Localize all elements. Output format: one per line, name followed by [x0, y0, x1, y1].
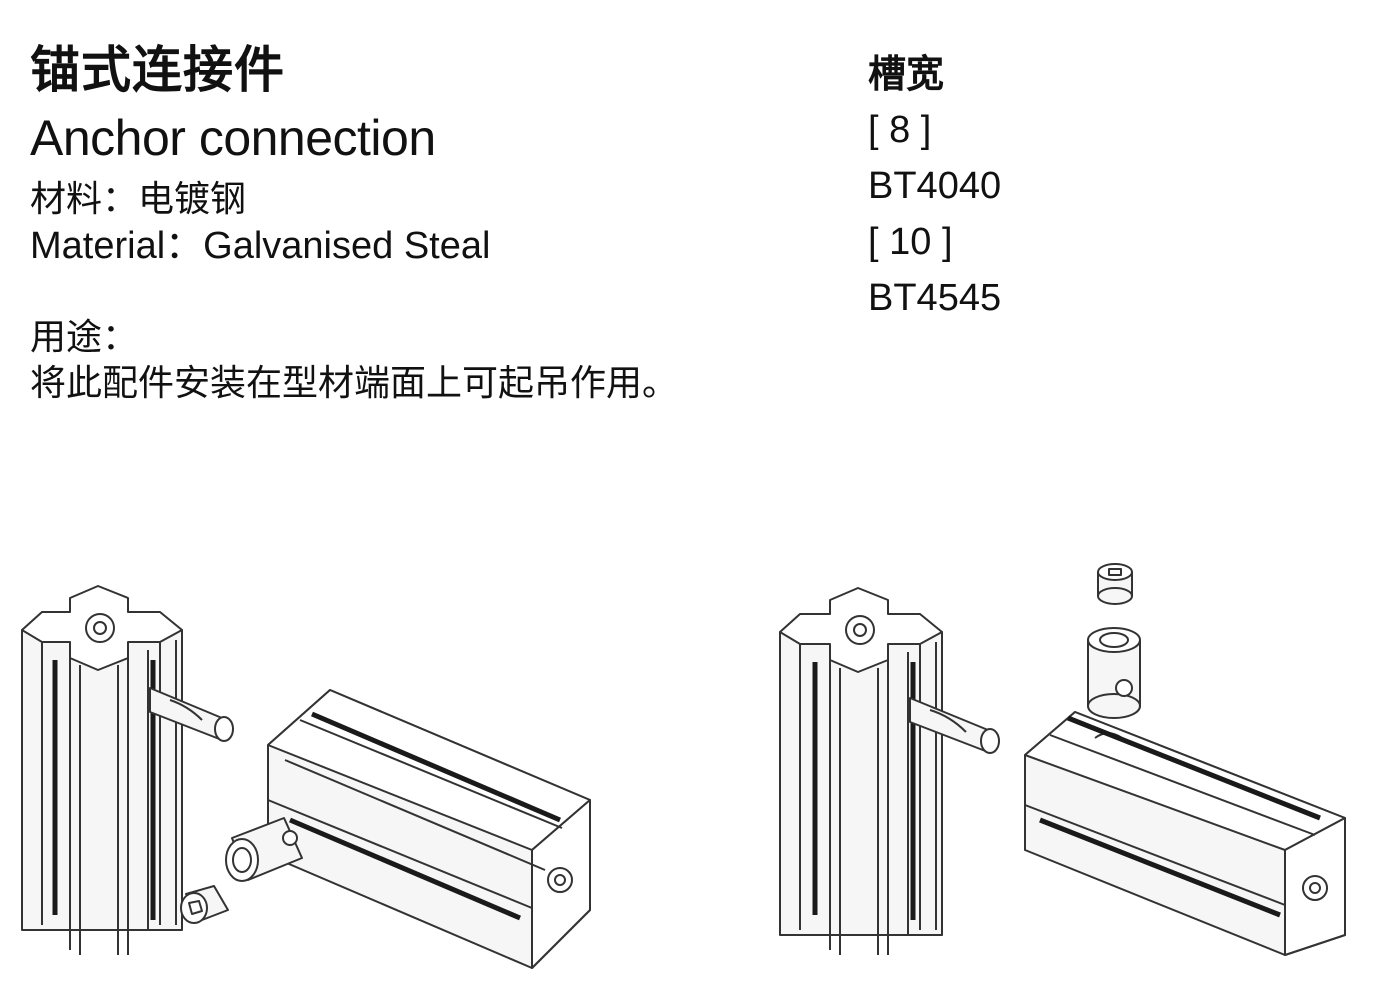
anchor-bolt-right	[909, 697, 1000, 754]
horizontal-profile-left	[267, 689, 591, 969]
groove-line	[1039, 817, 1281, 918]
set-screw-right	[1097, 563, 1133, 605]
groove-line	[289, 817, 521, 921]
slot-width-spec: 槽宽 [ 8 ] BT4040 [ 10 ] BT4545	[868, 48, 1001, 326]
slot-width-heading: 槽宽	[868, 52, 945, 96]
material-english: Material：Galvanised Steal	[30, 225, 491, 267]
usage-text: 将此配件安装在型材端面上可起吊作用。	[30, 363, 679, 404]
vertical-profile-right	[779, 587, 943, 955]
slot-size-8: [ 8 ]	[868, 109, 932, 151]
horizontal-profile-right	[1024, 711, 1346, 956]
anchor-sleeve-left	[225, 817, 303, 882]
profile-code-bt4545: BT4545	[868, 277, 1002, 319]
title-chinese: 锚式连接件	[30, 41, 285, 99]
usage-label: 用途：	[30, 317, 139, 358]
groove-line	[1067, 715, 1321, 821]
title-english: Anchor connection	[30, 110, 436, 166]
material-chinese: 材料：电镀钢	[30, 179, 247, 220]
anchor-bolt-left	[149, 687, 234, 742]
set-screw-left	[180, 885, 229, 924]
anchor-sleeve-right	[1087, 627, 1141, 719]
groove-line	[311, 711, 561, 823]
vertical-profile-left	[21, 585, 183, 955]
profile-code-bt4040: BT4040	[868, 165, 1002, 207]
slot-size-10: [ 10 ]	[868, 221, 953, 263]
